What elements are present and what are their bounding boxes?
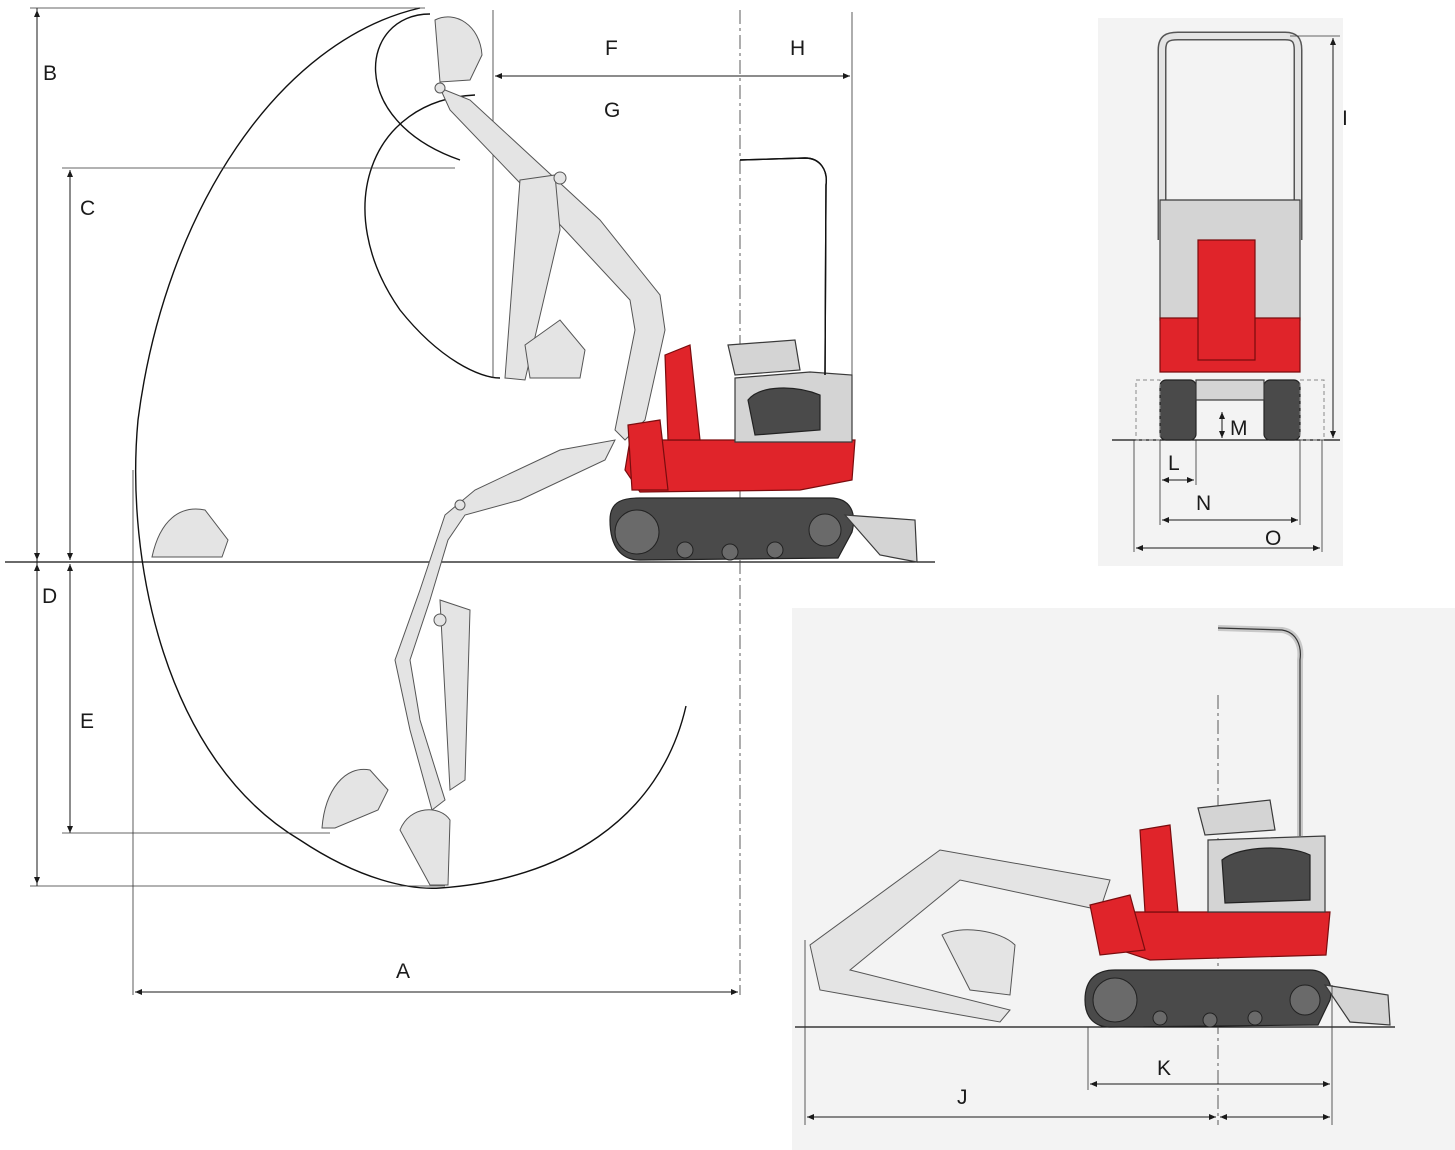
label-g: G	[604, 99, 620, 122]
label-d: D	[42, 585, 57, 608]
label-i: I	[1342, 107, 1348, 130]
label-e: E	[80, 710, 94, 733]
bucket-at-ground	[151, 508, 229, 558]
transport-view: K J	[792, 608, 1455, 1150]
bucket-swing-arc-mid	[364, 94, 501, 379]
front-right-track	[1263, 379, 1301, 441]
label-l: L	[1168, 452, 1180, 475]
label-c: C	[80, 197, 95, 220]
label-o: O	[1265, 527, 1281, 550]
label-a: A	[396, 960, 410, 983]
label-f: F	[605, 37, 618, 60]
front-left-track	[1159, 379, 1197, 441]
label-n: N	[1196, 492, 1211, 515]
label-k: K	[1157, 1057, 1171, 1080]
folded-arm	[809, 849, 1111, 1023]
lowered-boom-ghost	[394, 439, 616, 886]
side-view-working-range: B C D E A F G H	[5, 7, 935, 995]
raised-boom-ghost	[434, 16, 666, 441]
transport-view-panel	[792, 608, 1455, 1150]
front-red-tower	[1197, 239, 1256, 361]
digging-envelope	[135, 7, 687, 889]
front-view: I M L N O	[1098, 18, 1348, 566]
label-b: B	[43, 62, 57, 85]
transport-bucket	[941, 929, 1016, 996]
label-j: J	[957, 1086, 968, 1109]
excavator-side-body	[609, 157, 918, 563]
label-m: M	[1230, 417, 1248, 440]
bucket-swing-arc-top	[374, 13, 461, 161]
label-h: H	[790, 37, 805, 60]
bucket-at-depth	[321, 768, 389, 829]
